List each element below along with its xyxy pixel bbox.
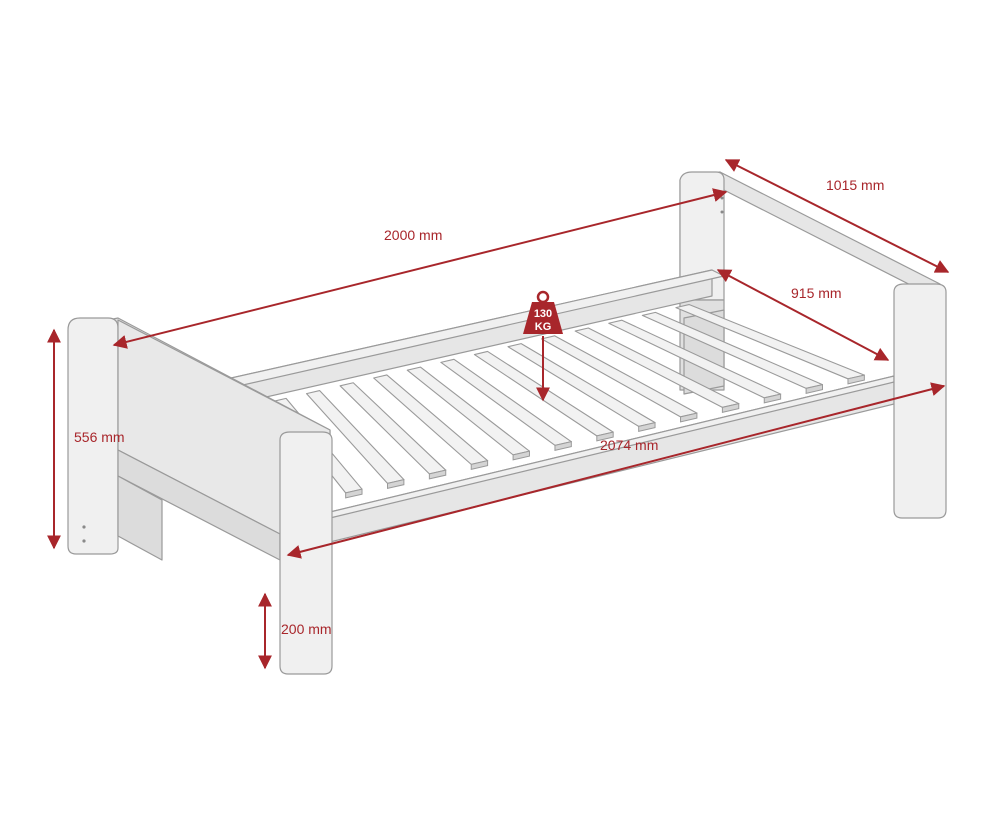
dimension-labels: 2000 mm 1015 mm 915 mm 2074 mm 556 mm 20…	[74, 177, 884, 637]
front-right-post	[893, 283, 947, 519]
weight-value: 130	[534, 308, 552, 320]
foot-end-panel	[67, 317, 331, 561]
dim-line-total-length	[286, 382, 946, 559]
label-slat-width: 915 mm	[791, 285, 842, 301]
dim-line-slat-width	[716, 269, 890, 361]
label-leg-height: 200 mm	[281, 621, 332, 637]
label-headboard-width: 1015 mm	[826, 177, 884, 193]
dim-line-headboard-width	[724, 159, 950, 273]
dim-line-frame-length	[112, 188, 728, 349]
label-headboard-height: 556 mm	[74, 429, 125, 445]
weight-unit: KG	[535, 321, 552, 333]
weight-icon: 130 KG	[523, 290, 563, 334]
slat-edge-13	[847, 374, 865, 385]
dimension-lines	[47, 159, 950, 670]
label-frame-length: 2000 mm	[384, 227, 442, 243]
label-total-length: 2074 mm	[600, 437, 658, 453]
